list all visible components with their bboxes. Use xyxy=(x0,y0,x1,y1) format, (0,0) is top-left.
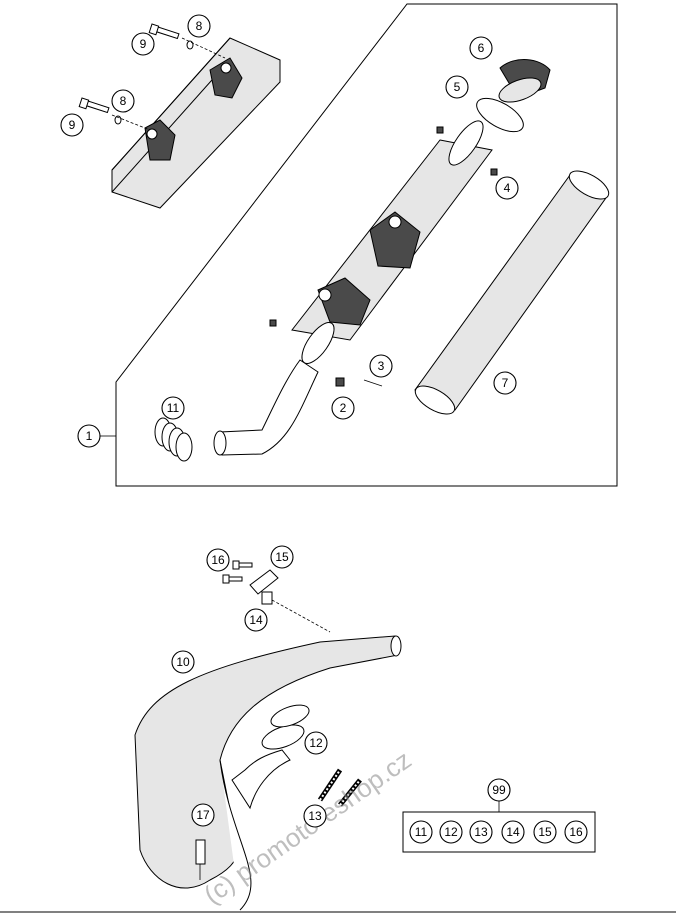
callout-99: 99 xyxy=(487,778,511,802)
svg-text:3: 3 xyxy=(378,359,385,373)
pipe-ring-12 xyxy=(261,724,305,750)
pipe-ring-12-b xyxy=(270,704,310,728)
bracket-15 xyxy=(249,569,279,595)
callout-7: 7 xyxy=(493,371,517,395)
svg-text:12: 12 xyxy=(309,736,323,750)
callout-2: 2 xyxy=(331,396,355,420)
svg-text:5: 5 xyxy=(454,80,461,94)
callout-8-lower: 8 xyxy=(111,89,135,113)
svg-text:2: 2 xyxy=(340,401,347,415)
kit-item-16: 16 xyxy=(564,820,588,844)
callout-5: 5 xyxy=(445,75,469,99)
nut-4-a xyxy=(436,126,444,134)
callout-1: 1 xyxy=(77,424,101,448)
svg-text:15: 15 xyxy=(275,550,289,564)
svg-text:7: 7 xyxy=(502,376,509,390)
callout-3: 3 xyxy=(369,354,393,378)
kit-item-13: 13 xyxy=(469,820,493,844)
kit-item-12: 12 xyxy=(439,820,463,844)
svg-text:9: 9 xyxy=(140,37,147,51)
callout-14: 14 xyxy=(244,608,268,632)
bolt-16-b xyxy=(222,574,243,584)
washer-8-upper xyxy=(186,40,194,50)
svg-text:16: 16 xyxy=(211,553,225,567)
screw-2 xyxy=(335,377,345,387)
callout-17: 17 xyxy=(191,803,215,827)
callout-9-lower: 9 xyxy=(60,113,84,137)
svg-text:11: 11 xyxy=(167,401,180,415)
washer-8-lower xyxy=(114,115,122,125)
callout-12: 12 xyxy=(304,731,328,755)
callout-13: 13 xyxy=(303,804,327,828)
o-ring xyxy=(476,97,524,133)
clip-14 xyxy=(261,591,273,605)
callout-6: 6 xyxy=(469,36,493,60)
svg-text:16: 16 xyxy=(569,825,583,839)
svg-text:6: 6 xyxy=(478,41,485,55)
callout-4: 4 xyxy=(495,176,519,200)
kit-item-14: 14 xyxy=(501,820,525,844)
callout-8-upper: 8 xyxy=(187,14,211,38)
nut-4-b xyxy=(490,168,498,176)
silencer-body xyxy=(291,120,493,364)
svg-text:13: 13 xyxy=(308,809,322,823)
nut-4-c xyxy=(269,319,277,327)
svg-text:14: 14 xyxy=(506,825,520,839)
bolt-9-lower xyxy=(78,97,110,114)
exhaust-spring-13 xyxy=(317,768,362,807)
svg-text:8: 8 xyxy=(120,94,127,108)
svg-text:4: 4 xyxy=(504,181,511,195)
kit-99-box xyxy=(402,811,596,853)
callout-10: 10 xyxy=(171,650,195,674)
callout-15: 15 xyxy=(270,545,294,569)
svg-text:14: 14 xyxy=(249,613,263,627)
callout-9-upper: 9 xyxy=(131,32,155,56)
svg-text:10: 10 xyxy=(176,655,190,669)
spring-3 xyxy=(363,379,383,387)
kit-item-15: 15 xyxy=(533,820,557,844)
svg-text:11: 11 xyxy=(415,825,428,839)
svg-text:99: 99 xyxy=(492,783,506,797)
silencer-sleeve xyxy=(414,170,610,415)
callout-11: 11 xyxy=(161,396,185,420)
link-pipe xyxy=(219,359,319,456)
bolt-16-a xyxy=(232,560,253,570)
svg-text:1: 1 xyxy=(86,429,93,443)
bolt-9-upper xyxy=(148,23,180,40)
sensor-17 xyxy=(195,839,206,880)
svg-text:13: 13 xyxy=(474,825,488,839)
callout-16: 16 xyxy=(206,548,230,572)
svg-text:12: 12 xyxy=(444,825,458,839)
mount-bracket-detail xyxy=(111,37,281,209)
kit-item-11: 11 xyxy=(409,820,433,844)
silencer-assembly-frame xyxy=(115,3,618,487)
svg-text:15: 15 xyxy=(538,825,552,839)
svg-text:8: 8 xyxy=(196,19,203,33)
end-cap xyxy=(498,59,551,103)
svg-text:9: 9 xyxy=(69,118,76,132)
svg-text:17: 17 xyxy=(196,808,210,822)
exhaust-spring-11 xyxy=(154,417,193,462)
